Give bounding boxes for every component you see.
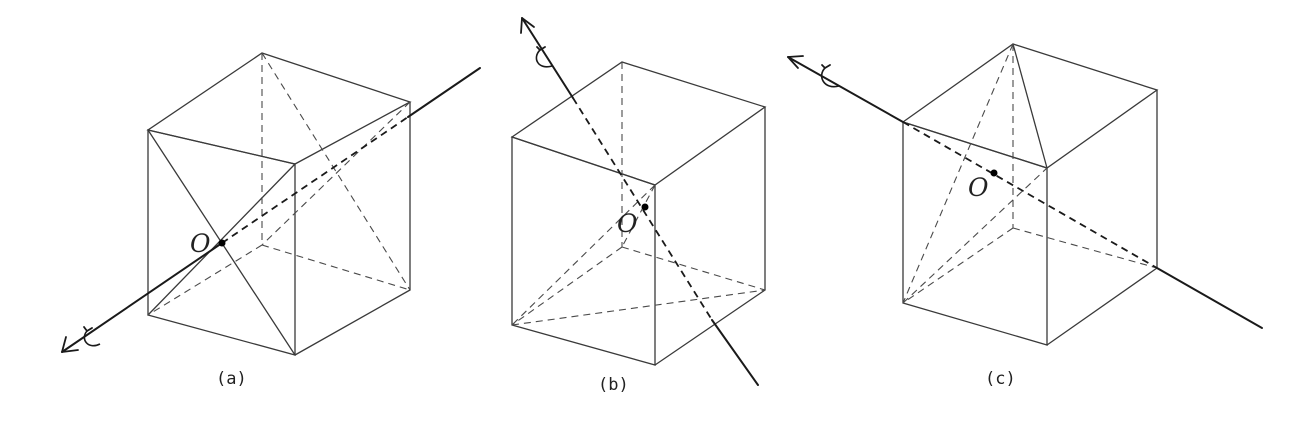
axis-a-front-segment [61, 242, 223, 353]
cube-c-right-bottom-edge [1046, 267, 1158, 346]
cube-b-top-face [510, 61, 767, 186]
axis-c-bottom-segment [1156, 267, 1263, 329]
cube-a-hidden-bottom-right [261, 244, 411, 291]
axis-b [520, 17, 759, 386]
cube-a-visible-edges [146, 52, 412, 356]
center-point-b [641, 203, 649, 211]
cube-b-hidden-bottom-left [511, 246, 623, 326]
axis-c-hidden-segment [902, 121, 1158, 269]
rotation-c-arrow-tip [821, 64, 831, 69]
cube-b-visible-edges [510, 61, 767, 366]
cube-c-hidden-edges [902, 43, 1158, 304]
cube-b-right-bottom-edge [654, 289, 766, 366]
cube-c-visible-edges [901, 43, 1159, 346]
axis-b-top-segment [521, 17, 574, 99]
axis-a-hidden-segment [221, 116, 409, 244]
axis-b-hidden-segment [572, 97, 713, 321]
cube-a-back-diagonal-2 [261, 101, 411, 246]
cube-a-hidden-edges [147, 52, 411, 316]
axis-b-bottom-segment [711, 319, 759, 386]
cube-a-front-diagonal-2 [147, 163, 296, 316]
center-point-a [218, 239, 226, 247]
rotation-a-icon [83, 330, 101, 347]
cube-c-front-face [902, 121, 1048, 346]
axis-c-top-segment [787, 56, 904, 123]
panel-b: O (b) [510, 17, 767, 395]
cube-c-top-diagonal [1012, 43, 1048, 169]
cube-a-right-bottom-edge [294, 289, 411, 356]
center-label-b: O [617, 209, 638, 238]
cube-a-back-diagonal-1 [261, 52, 411, 291]
cube-b-hidden-bottom-right [621, 246, 766, 291]
panel-c: O (c) [787, 43, 1263, 389]
rotation-a-arrow-tip [83, 326, 93, 332]
cube-c-hidden-bottom-left [902, 227, 1014, 304]
cube-b-diagonal-1 [511, 184, 656, 326]
cube-a-top-face [146, 52, 412, 165]
cube-c-front-diagonal [902, 167, 1048, 304]
axis-b-arrowhead [520, 17, 535, 34]
cube-a-hidden-bottom-left [147, 244, 263, 316]
rotation-c-icon [820, 67, 840, 88]
panel-b-caption: (b) [598, 375, 629, 395]
center-label-c: O [968, 173, 989, 202]
axis-a-back-segment [407, 67, 481, 118]
center-label-a: O [190, 229, 211, 258]
rotation-b-arrow-tip [536, 46, 546, 51]
cube-c-back-diagonal [902, 43, 1014, 304]
cube-b-hidden-edges [511, 62, 766, 326]
axis-a-arrowhead [61, 336, 79, 353]
panel-c-caption: (c) [985, 369, 1016, 389]
axis-c-arrowhead [787, 55, 804, 69]
axis-a [61, 67, 481, 353]
rotation-b-icon [535, 49, 553, 68]
center-point-c [990, 169, 998, 177]
cube-c-hidden-bottom-right [1012, 227, 1158, 269]
panel-a-caption: (a) [216, 369, 247, 389]
panel-a: O (a) [61, 52, 481, 389]
cube-b-diagonal-3 [511, 289, 766, 326]
axis-c [787, 55, 1263, 329]
